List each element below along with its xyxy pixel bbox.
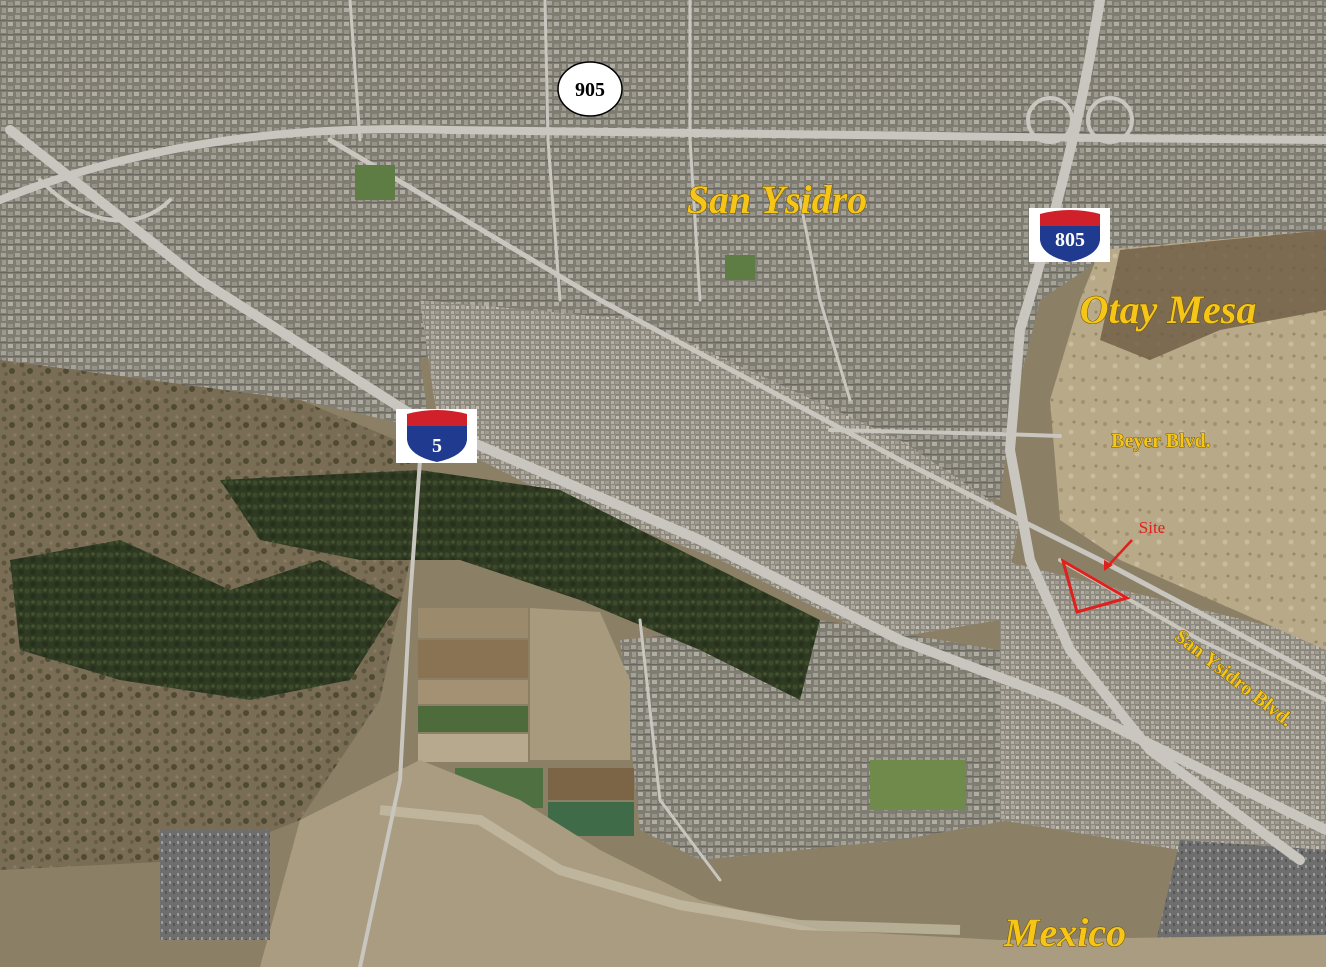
sr-905-shield: 905 [557,61,623,117]
urban-west [0,250,430,430]
mesa-ridge [1100,230,1326,360]
urban-north [0,0,1326,500]
site-label: Site [1139,518,1165,537]
place-otay-mesa: Otay Mesa [1080,287,1257,332]
i-5-label: 5 [432,435,442,457]
i-805-shield: 805 [1029,208,1110,262]
field-5 [418,734,528,762]
facility-sw [160,830,270,940]
place-mexico: Mexico [1003,910,1126,955]
river-woods [220,470,820,700]
field-1 [418,608,528,638]
river-channel [379,805,961,935]
road-beyer-blvd: Beyer Blvd. [1111,430,1211,452]
field-2 [418,640,528,678]
place-san-ysidro: San Ysidro [687,177,867,222]
vegetation-band [10,540,400,700]
field-3 [418,680,528,704]
site-marker: Site [1060,518,1165,614]
river-bed [260,760,1326,967]
park-2 [355,165,395,200]
urban-core [420,300,1020,640]
field-4 [418,706,528,732]
park-1 [870,760,965,810]
field-6 [530,608,630,760]
park-3 [725,255,755,280]
lots-border [1150,840,1326,967]
sr-905-label: 905 [575,79,605,101]
i-805-label: 805 [1055,229,1085,251]
field-8 [548,768,634,800]
i-5-shield: 5 [396,409,477,463]
